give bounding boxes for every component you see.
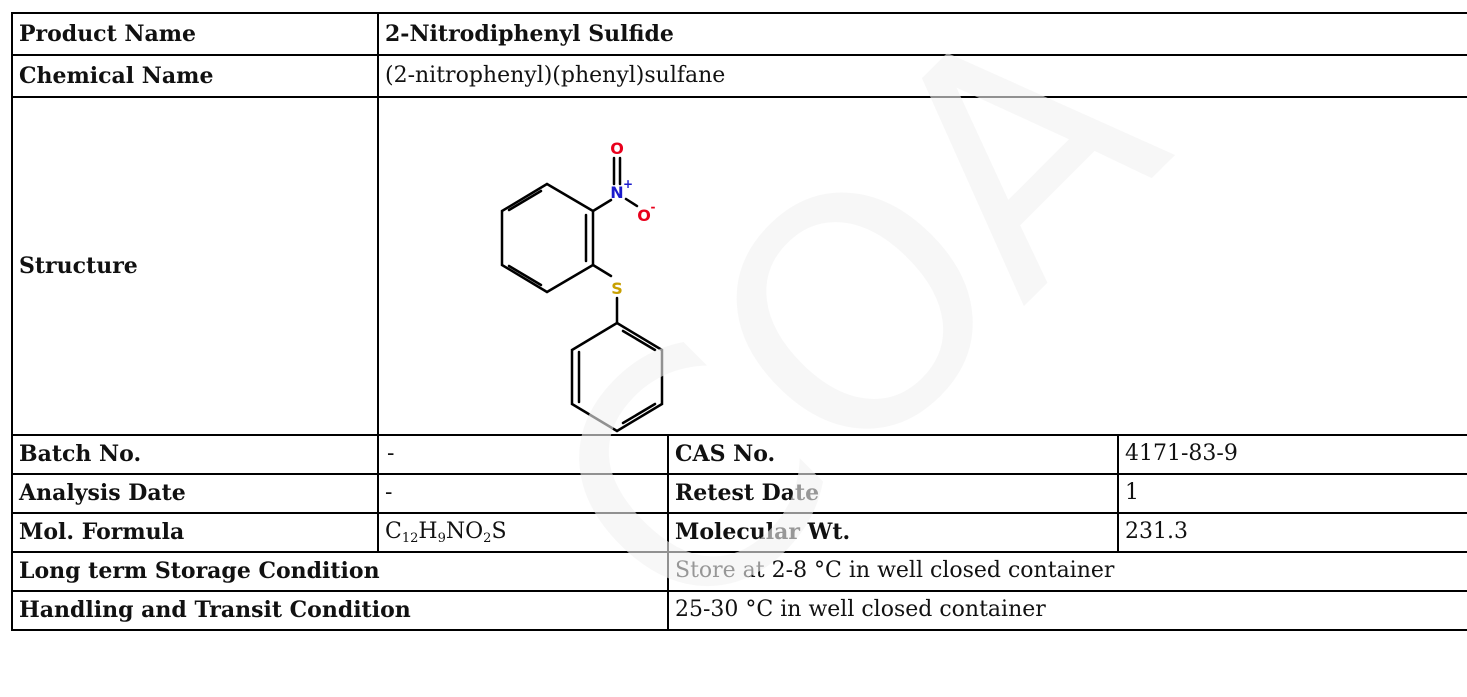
bond-c-n — [591, 198, 613, 213]
mol-formula-value: C12H9NO2S — [377, 512, 669, 553]
long-term-storage-value: Store at 2-8 °C in well closed container — [667, 551, 1467, 592]
product-name-value: 2-Nitrodiphenyl Sulfide — [377, 12, 1467, 56]
charge-plus: + — [623, 177, 633, 191]
atom-oxygen-top: O — [610, 139, 624, 158]
structure-label: Structure — [11, 96, 379, 436]
batch-no-value: - — [377, 434, 669, 475]
mol-formula-label: Mol. Formula — [11, 512, 379, 553]
handling-transit-label: Handling and Transit Condition — [11, 590, 669, 631]
retest-date-value: 1 — [1117, 473, 1467, 514]
bond-ring-upper — [500, 182, 595, 294]
analysis-date-value: - — [377, 473, 669, 514]
bond-c-s — [591, 263, 613, 278]
row-structure: Structure — [11, 96, 1467, 436]
bond-double-4 — [621, 329, 657, 352]
cas-no-value: 4171-83-9 — [1117, 434, 1467, 475]
coa-table: Product Name 2-Nitrodiphenyl Sulfide Che… — [11, 12, 1467, 631]
molecular-wt-label: Molecular Wt. — [667, 512, 1119, 553]
row-product-name: Product Name 2-Nitrodiphenyl Sulfide — [11, 12, 1467, 56]
molecular-wt-value: 231.3 — [1117, 512, 1467, 553]
cas-no-label: CAS No. — [667, 434, 1119, 475]
atom-nitrogen: N — [610, 183, 623, 202]
row-batch-cas: Batch No. - CAS No. 4171-83-9 — [11, 434, 1467, 475]
analysis-date-label: Analysis Date — [11, 473, 379, 514]
chemical-name-label: Chemical Name — [11, 54, 379, 98]
product-name-label: Product Name — [11, 12, 379, 56]
structure-image-cell: O N + O - S — [377, 96, 1467, 436]
atom-oxygen-right: O — [637, 206, 651, 225]
molecule-structure: O N + O - S — [500, 139, 664, 433]
row-formula-weight: Mol. Formula C12H9NO2S Molecular Wt. 231… — [11, 512, 1467, 553]
chemical-name-value: (2-nitrophenyl)(phenyl)sulfane — [377, 54, 1467, 98]
bond-ring-lower — [570, 321, 664, 433]
bond-double-5 — [621, 402, 657, 425]
charge-minus: - — [651, 200, 656, 214]
retest-date-label: Retest Date — [667, 473, 1119, 514]
bond-double-3 — [507, 189, 543, 212]
atom-sulfur: S — [611, 279, 623, 298]
row-handling: Handling and Transit Condition 25-30 °C … — [11, 590, 1467, 631]
handling-transit-value: 25-30 °C in well closed container — [667, 590, 1467, 631]
bond-double-2 — [507, 264, 543, 287]
bond-n-o-right — [624, 197, 639, 208]
row-storage: Long term Storage Condition Store at 2-8… — [11, 551, 1467, 592]
long-term-storage-label: Long term Storage Condition — [11, 551, 669, 592]
row-chemical-name: Chemical Name (2-nitrophenyl)(phenyl)sul… — [11, 54, 1467, 98]
row-dates: Analysis Date - Retest Date 1 — [11, 473, 1467, 514]
batch-no-label: Batch No. — [11, 434, 379, 475]
